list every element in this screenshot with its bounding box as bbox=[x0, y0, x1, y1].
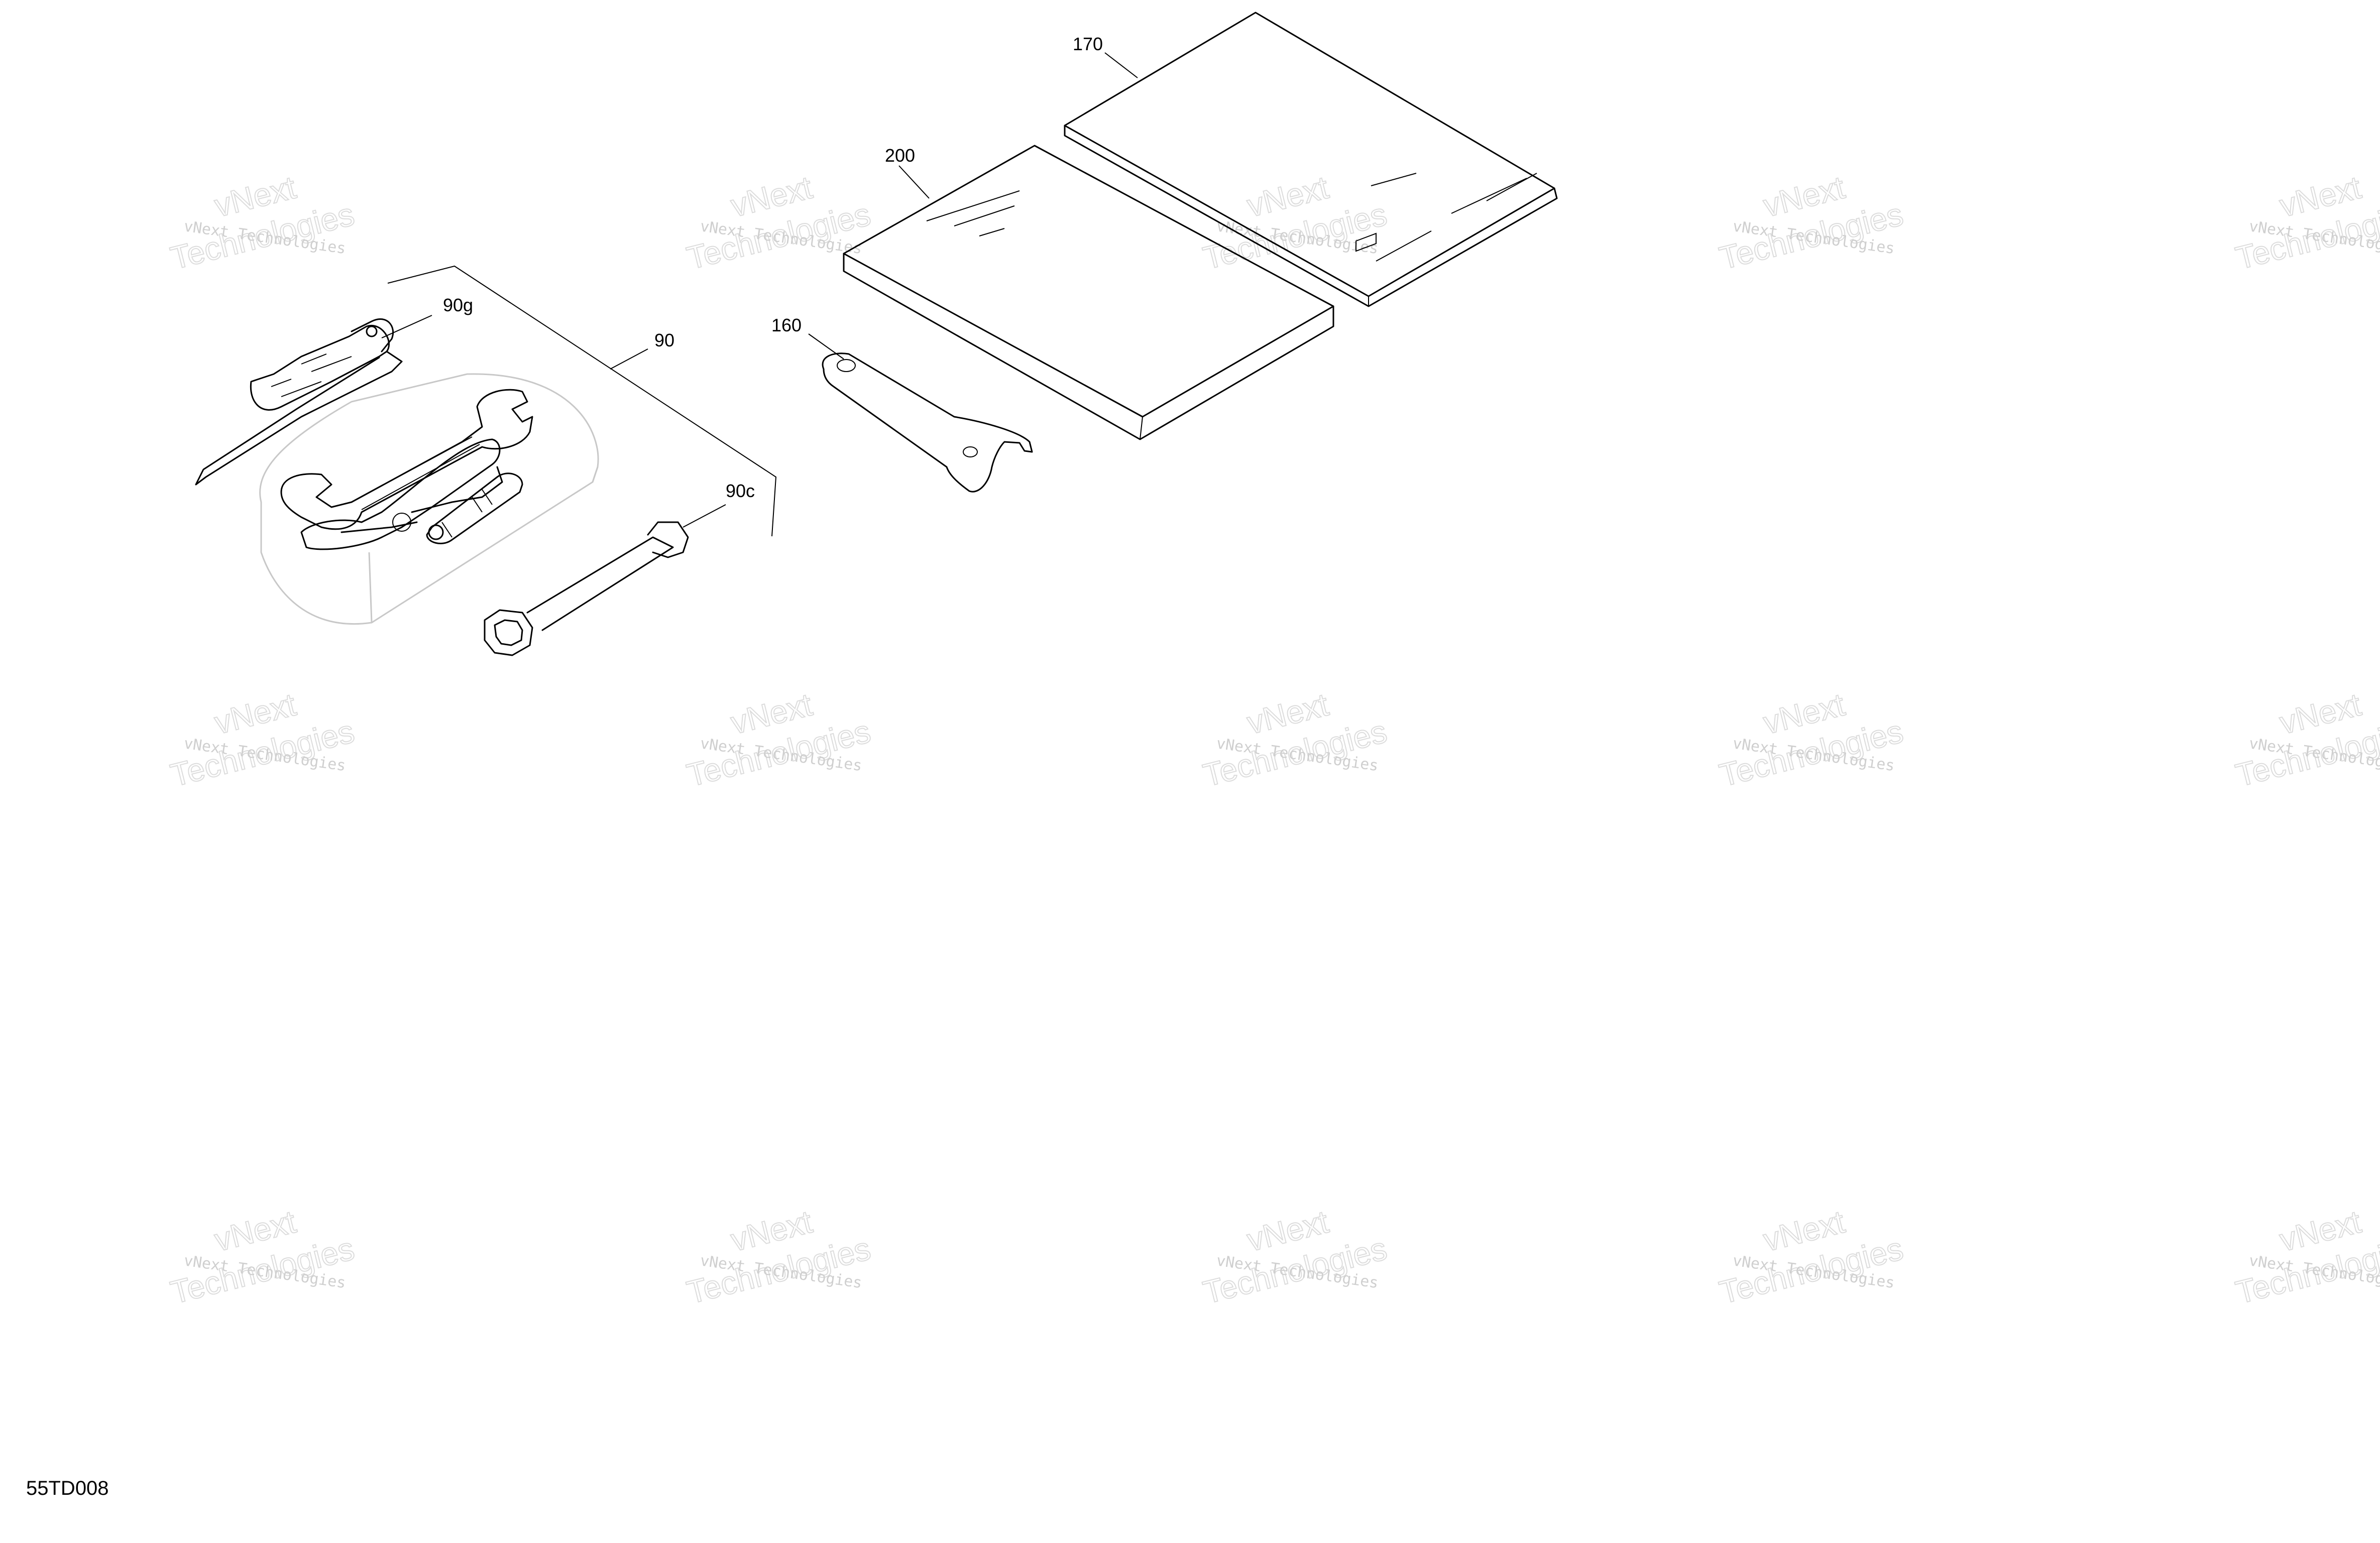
hook-spanner-icon bbox=[808, 333, 1033, 493]
callout-90g: 90g bbox=[443, 295, 473, 315]
callout-90c: 90c bbox=[726, 481, 755, 501]
callout-160: 160 bbox=[771, 315, 802, 335]
toolkit-bracket bbox=[387, 265, 777, 537]
manual-200-icon bbox=[843, 145, 1334, 440]
tool-pouch bbox=[259, 373, 599, 625]
plug-socket-icon bbox=[426, 472, 523, 544]
spanner-icon bbox=[280, 389, 533, 530]
screwdriver-icon bbox=[195, 315, 432, 486]
callout-170: 170 bbox=[1073, 34, 1103, 54]
drawing-id: 55TD008 bbox=[26, 1477, 109, 1499]
pliers-icon bbox=[300, 438, 503, 550]
callout-90: 90 bbox=[654, 330, 674, 350]
tube-wrench-icon bbox=[484, 504, 726, 656]
manual-170-icon bbox=[1064, 12, 1558, 307]
callout-200: 200 bbox=[885, 145, 915, 166]
